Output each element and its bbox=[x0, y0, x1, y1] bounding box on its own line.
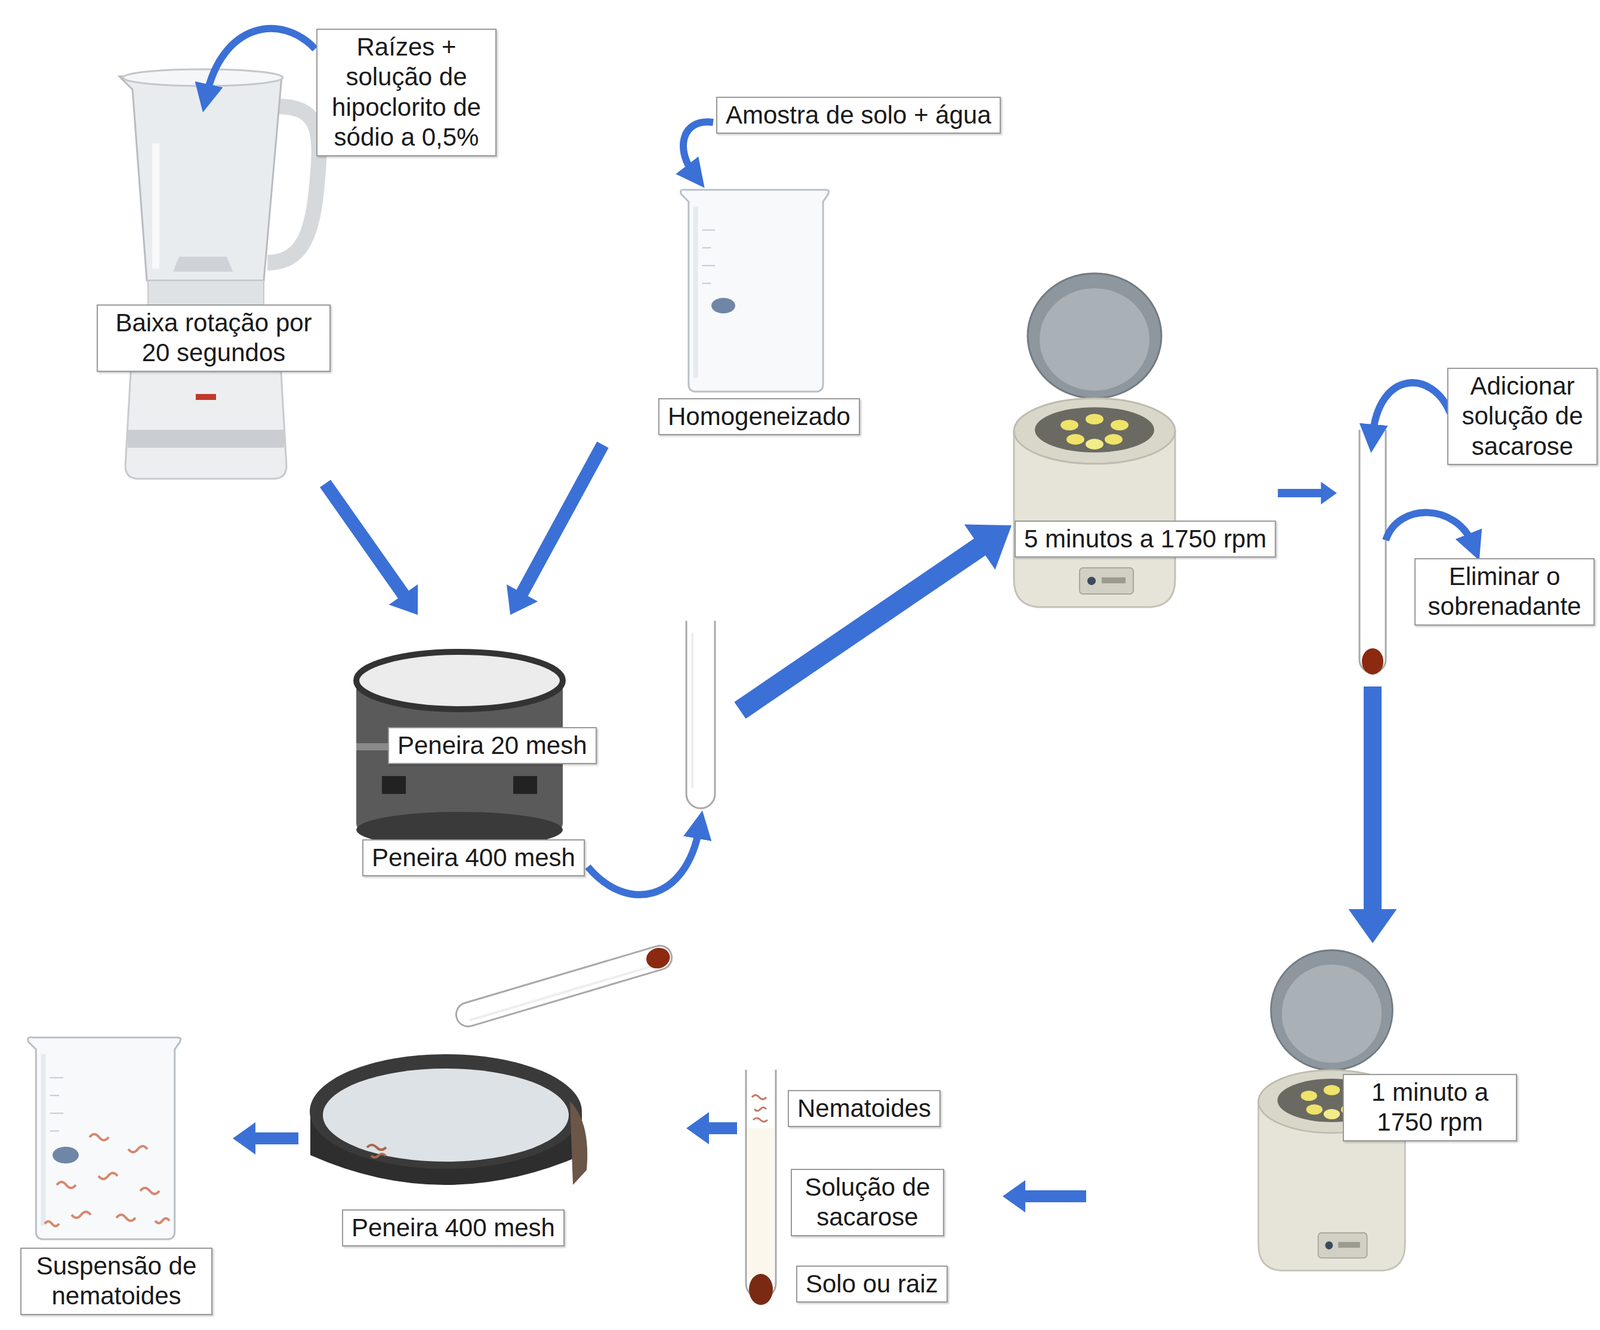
step-label: Suspensão de nematoides bbox=[20, 1247, 213, 1315]
sieve-pan-illustration bbox=[569, 1101, 588, 1185]
step-label: Solo ou raiz bbox=[796, 1265, 948, 1303]
step-label: Eliminar o sobrenadante bbox=[1414, 558, 1595, 626]
beaker-illustration bbox=[128, 1145, 148, 1152]
layered-tube-illustration bbox=[753, 1117, 768, 1122]
beaker-illustration bbox=[140, 1187, 160, 1194]
beaker-illustration bbox=[71, 1211, 91, 1218]
step-label: Amostra de solo + água bbox=[716, 96, 1001, 134]
test-tube-illustration bbox=[1361, 648, 1384, 675]
step-group: 1 minuto a 1750 rpm bbox=[1086, 942, 1552, 1284]
step-label: Peneira 400 mesh bbox=[341, 1209, 565, 1247]
beaker-illustration bbox=[680, 189, 829, 392]
pouring-tube-illustration bbox=[453, 942, 675, 1029]
pour-arrow bbox=[683, 121, 714, 175]
sieve-pan-illustration bbox=[367, 1144, 387, 1150]
flow-arrow bbox=[232, 1121, 299, 1155]
beaker-illustration bbox=[44, 1221, 60, 1226]
test-tube-illustration bbox=[1359, 429, 1386, 673]
pouring-tube-illustration bbox=[643, 944, 673, 971]
pour-arrow bbox=[206, 28, 316, 96]
blender-illustration bbox=[173, 256, 233, 272]
sieve-pan-illustration bbox=[322, 1068, 569, 1162]
beaker-illustration bbox=[28, 1037, 181, 1239]
step-label: Solução de sacarose bbox=[790, 1168, 945, 1236]
step-label: Baixa rotação por 20 segundos bbox=[96, 304, 331, 372]
test-tube-illustration bbox=[691, 632, 694, 788]
pouring-tube-illustration bbox=[453, 942, 675, 1029]
beaker-illustration bbox=[680, 189, 829, 392]
beaker-illustration bbox=[89, 1133, 109, 1140]
blender-illustration bbox=[152, 143, 160, 269]
step-group: Peneira 20 meshPeneira 400 mesh bbox=[346, 614, 741, 896]
sieve-stack-illustration bbox=[513, 775, 538, 794]
blender-illustration bbox=[119, 69, 320, 479]
beaker-illustration bbox=[116, 1214, 136, 1221]
sieve-pan-illustration bbox=[309, 1053, 588, 1185]
test-tube-illustration bbox=[1359, 429, 1386, 675]
sieve-pan-illustration bbox=[371, 1153, 386, 1158]
flow-arrow bbox=[319, 479, 418, 615]
blender-illustration bbox=[122, 69, 283, 86]
flow-arrow bbox=[1002, 1179, 1087, 1213]
flow-arrow bbox=[1348, 686, 1398, 943]
step-label: Adicionar solução de sacarose bbox=[1447, 367, 1598, 465]
discard-arrow bbox=[1385, 512, 1473, 545]
layered-tube-illustration bbox=[751, 1095, 767, 1100]
layered-tube-illustration bbox=[747, 1127, 775, 1278]
step-label: Raízes + solução de hipoclorito de sódio… bbox=[316, 28, 497, 157]
step-group: NematoidesSolução de sacaroseSolo ou rai… bbox=[737, 1062, 1003, 1313]
flow-arrow bbox=[686, 1111, 738, 1145]
step-group: 5 minutos a 1750 rpm bbox=[1011, 262, 1278, 621]
beaker-illustration bbox=[155, 1218, 170, 1223]
flow-arrow bbox=[734, 523, 1012, 719]
layered-tube-illustration bbox=[745, 1069, 776, 1299]
step-group: Peneira 400 mesh bbox=[298, 936, 687, 1254]
flow-arrow bbox=[1277, 481, 1337, 505]
step-label: Homogeneizado bbox=[658, 398, 860, 436]
test-tube-illustration bbox=[686, 620, 715, 809]
step-group: Adicionar solução de sacaroseEliminar o … bbox=[1336, 358, 1599, 687]
step-group: Suspensão de nematoides bbox=[17, 1032, 233, 1324]
blender-illustration bbox=[119, 76, 282, 281]
step-label: Nematoides bbox=[787, 1089, 941, 1127]
flow-arrow bbox=[506, 441, 609, 615]
add-arrow bbox=[1372, 382, 1451, 436]
layered-tube-illustration bbox=[745, 1069, 776, 1305]
layered-tube-illustration bbox=[754, 1107, 767, 1111]
beaker-illustration bbox=[52, 1146, 79, 1164]
beaker-illustration bbox=[28, 1037, 181, 1239]
pouring-tube-illustration bbox=[469, 965, 653, 1020]
beaker-illustration bbox=[98, 1172, 118, 1179]
beaker-illustration bbox=[711, 297, 736, 314]
blender-illustration bbox=[195, 393, 217, 400]
sieve-pan-illustration bbox=[309, 1053, 582, 1169]
step-group: Raízes + solução de hipoclorito de sódio… bbox=[89, 17, 532, 484]
step-label: 5 minutos a 1750 rpm bbox=[1014, 520, 1276, 558]
step-label: 1 minuto a 1750 rpm bbox=[1342, 1073, 1518, 1142]
layered-tube-illustration bbox=[748, 1273, 773, 1305]
blender-illustration bbox=[127, 429, 285, 448]
beaker-illustration bbox=[56, 1181, 76, 1188]
transfer-arrow bbox=[587, 827, 700, 895]
sieve-stack-illustration bbox=[381, 775, 406, 794]
step-label: Peneira 20 mesh bbox=[387, 726, 597, 764]
step-group: Amostra de solo + águaHomogeneizado bbox=[590, 89, 1010, 445]
sieve-stack-illustration bbox=[356, 651, 563, 709]
step-label: Peneira 400 mesh bbox=[362, 839, 585, 877]
test-tube-illustration bbox=[686, 620, 715, 809]
